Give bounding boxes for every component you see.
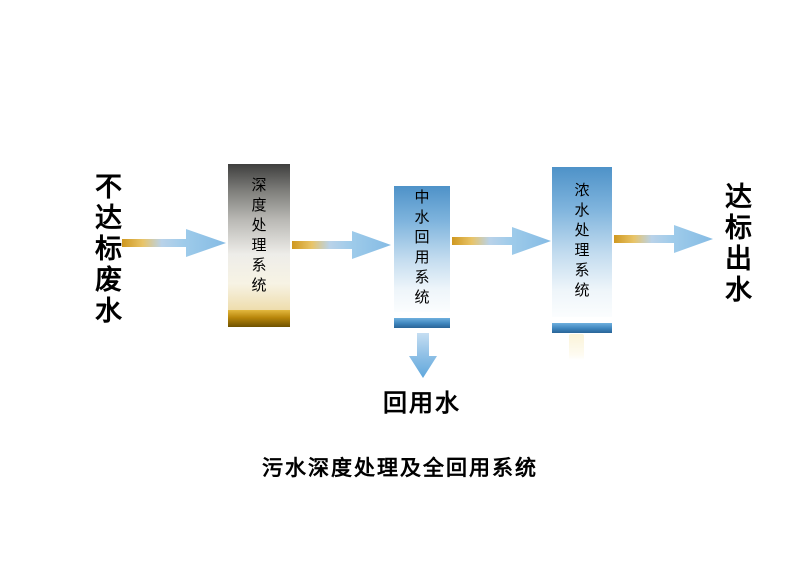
process-box-body: 深度处理系统 (228, 164, 290, 310)
process-box-deep-treatment: 深度处理系统 (228, 164, 290, 327)
process-box-label: 深度处理系统 (249, 177, 268, 297)
reuse-water-label: 回用水 (383, 389, 461, 417)
flow-arrow-2-icon (292, 231, 391, 259)
process-box-base-bar (394, 318, 450, 328)
process-box-water-reuse: 中水回用系统 (394, 186, 450, 328)
process-box-body: 中水回用系统 (394, 186, 450, 312)
process-box-label: 中水回用系统 (412, 189, 431, 309)
process-box-base-bar (552, 323, 612, 333)
input-wastewater-label: 不达标废水 (90, 172, 121, 327)
flow-arrow-1-icon (122, 229, 226, 257)
process-box-base-bar (228, 310, 290, 327)
flow-arrow-3-icon (452, 227, 551, 255)
output-effluent-label: 达标出水 (720, 182, 751, 306)
process-box-label: 浓水处理系统 (572, 182, 591, 302)
process-box-body: 浓水处理系统 (552, 167, 612, 317)
process-box-concentrate-treatment: 浓水处理系统 (552, 167, 612, 333)
faint-drip-decoration (569, 334, 584, 360)
flow-arrow-down-icon (409, 333, 437, 378)
diagram-caption: 污水深度处理及全回用系统 (262, 456, 538, 480)
flow-arrow-4-icon (614, 225, 713, 253)
